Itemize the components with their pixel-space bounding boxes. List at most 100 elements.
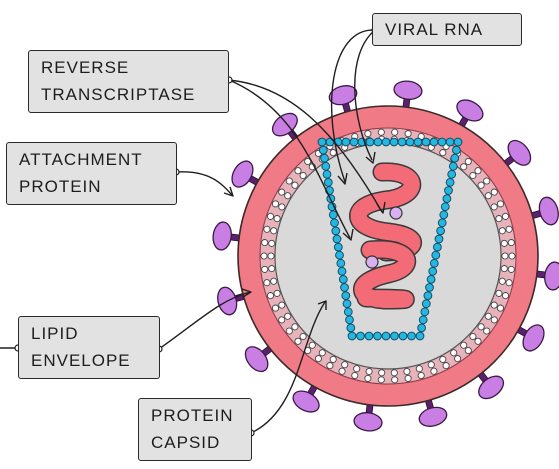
label-line: PROTEIN	[19, 177, 102, 196]
capsid-bead	[444, 186, 453, 195]
lipid-bilayer-beads	[260, 128, 516, 384]
arrowhead-viral-rna-2	[365, 151, 376, 164]
label-line: ATTACHMENT	[19, 150, 143, 169]
capsid-bead	[421, 299, 431, 309]
lipid-bead	[294, 337, 302, 345]
capsid-bead	[389, 137, 399, 147]
capsid-bead	[423, 291, 433, 301]
arrowhead-protein-capsid	[317, 300, 327, 310]
leader-attachment-protein	[175, 171, 233, 196]
lipid-bead	[464, 157, 472, 166]
lipid-bead	[278, 301, 286, 309]
lipid-bead	[460, 163, 468, 171]
arrowhead-viral-rna-1	[337, 172, 348, 185]
capsid-bead	[373, 137, 383, 147]
arrowheads	[223, 151, 386, 310]
lipid-bead	[284, 192, 292, 200]
lipid-bead	[299, 171, 307, 180]
lipid-bead	[460, 341, 468, 349]
lipid-bead	[477, 323, 485, 331]
lipid-bead	[427, 361, 435, 369]
lipid-bead	[270, 227, 278, 235]
capsid-bead	[437, 137, 447, 147]
lipid-bead	[474, 167, 482, 175]
label-line: TRANSCRIPTASE	[41, 85, 196, 104]
label-protein-capsid: PROTEIN CAPSID	[138, 398, 252, 461]
leader-viral-rna-2	[354, 29, 376, 161]
lipid-bead	[483, 177, 491, 185]
lipid-bead	[495, 215, 503, 223]
spike-head	[456, 99, 484, 122]
capsid-bead	[343, 307, 353, 317]
spike-head	[231, 160, 254, 188]
capsid-bead	[417, 323, 427, 333]
spike-head	[522, 324, 545, 352]
lipid-bead	[273, 215, 281, 223]
lipid-bead	[507, 265, 515, 273]
lipid-bead	[500, 265, 508, 273]
capsid-bead	[346, 323, 356, 333]
capsid-bead	[356, 331, 365, 341]
lipid-bead	[364, 130, 372, 138]
lipid-bead	[263, 279, 271, 287]
capsid-bead	[425, 283, 434, 292]
capsid-bead	[445, 178, 455, 187]
capsid-bead	[442, 194, 452, 204]
lipid-bead	[415, 365, 423, 373]
lipid-bead	[490, 316, 498, 324]
lipid-bead	[507, 239, 515, 247]
capsid-bead	[381, 137, 391, 147]
lipid-bead	[490, 188, 498, 196]
lipid-bead	[278, 316, 286, 324]
lipid-bead	[351, 371, 359, 380]
capsid-bead	[322, 169, 332, 179]
lipid-bead	[390, 369, 398, 377]
capsid-bead	[338, 275, 348, 284]
capsid-bead	[429, 258, 439, 268]
lipid-bead	[450, 349, 458, 357]
lipid-bead	[261, 265, 269, 273]
lipid-bead	[490, 301, 498, 309]
lipid-bead	[500, 239, 508, 247]
lipid-bead	[329, 355, 337, 363]
spike-head	[244, 346, 269, 373]
capsid-bead	[426, 275, 436, 284]
capsid-bead	[398, 331, 408, 341]
capsid-bead	[336, 258, 346, 268]
lipid-bead	[483, 327, 491, 335]
lipid-bead	[318, 349, 326, 357]
lipid-bead	[273, 289, 281, 297]
arrowhead-lipid-envelope	[241, 288, 252, 298]
label-line: PROTEIN	[151, 406, 234, 425]
lipid-bead	[268, 239, 276, 247]
capsid-bead	[335, 250, 344, 260]
lipid-bead	[353, 365, 361, 373]
capsid-bead	[452, 145, 461, 155]
lipid-bead	[285, 177, 293, 185]
capsid-bead	[373, 331, 382, 341]
lipid-bead	[284, 312, 292, 320]
lipid-bead	[439, 149, 447, 157]
spike-head	[328, 85, 358, 106]
lipid-bead	[314, 355, 322, 363]
capsid-bead	[405, 137, 415, 147]
lipid-bead	[454, 355, 462, 363]
lipid-bead	[505, 225, 513, 233]
lipid-bead	[377, 376, 385, 384]
capsid-bead	[439, 210, 449, 220]
lipid-bead	[501, 252, 509, 260]
lipid-bead	[469, 171, 477, 180]
lipid-bead	[291, 181, 299, 189]
lipid-bead	[266, 292, 275, 300]
label-line: REVERSE	[41, 58, 130, 77]
capsid-bead	[347, 331, 357, 341]
capsid-bead	[448, 161, 458, 171]
capsid-bead	[345, 315, 354, 325]
lipid-bead	[490, 203, 498, 211]
spike-head	[353, 412, 383, 432]
leader-lipid-envelope	[158, 291, 251, 350]
label-reverse-transcriptase: REVERSE TRANSCRIPTASE	[28, 50, 229, 113]
label-lipid-envelope: LIPID ENVELOPE	[18, 316, 160, 379]
capsid-bead	[413, 137, 423, 147]
lipid-bead	[326, 362, 334, 370]
